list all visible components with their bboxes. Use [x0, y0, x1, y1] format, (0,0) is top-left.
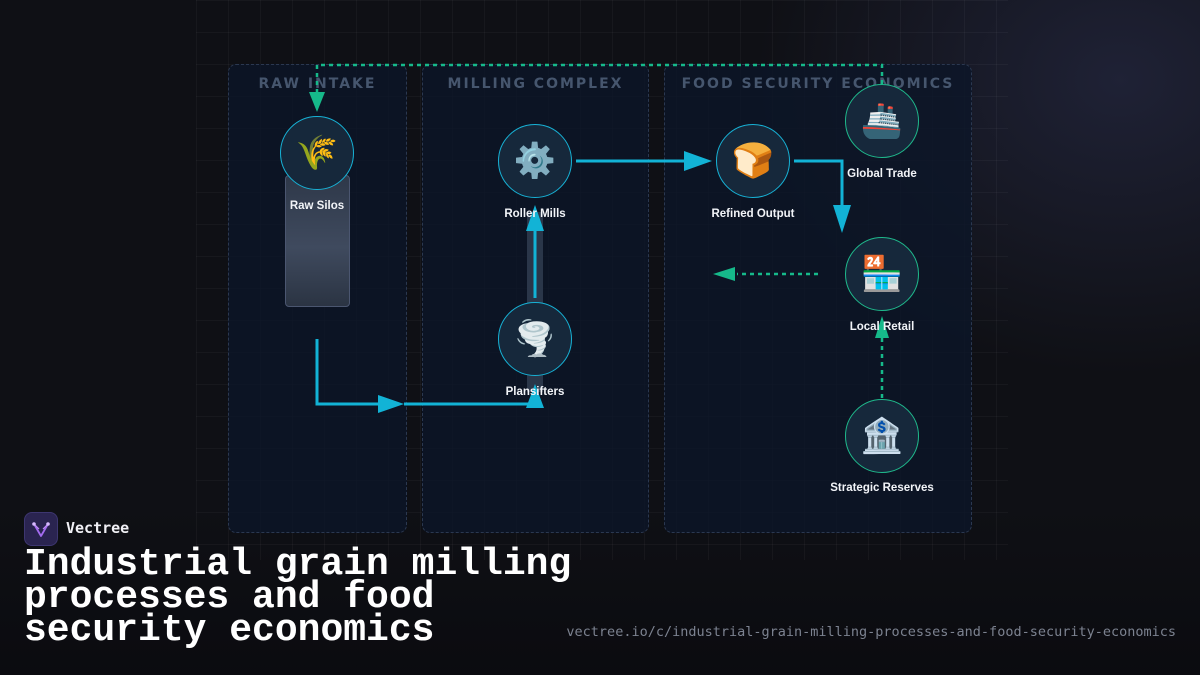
node-global-trade[interactable]: 🚢: [845, 84, 919, 158]
output-to-retail-connector: [794, 159, 844, 207]
loop-back-arrowhead: [309, 92, 325, 112]
gear-icon: ⚙️: [513, 141, 557, 181]
label-strategic-reserves: Strategic Reserves: [830, 482, 934, 494]
retail-return-arrowhead: [713, 267, 735, 281]
bank-icon: 🏦: [860, 416, 904, 456]
node-roller-mills[interactable]: ⚙️: [498, 124, 572, 198]
bread-icon: 🍞: [731, 141, 775, 181]
reserves-to-retail-arrowhead: [875, 316, 889, 338]
panel-raw-intake: RAW INTAKE: [228, 64, 407, 533]
label-plansifters: Plansifters: [505, 386, 565, 398]
page-url[interactable]: vectree.io/c/industrial-grain-milling-pr…: [566, 624, 1176, 640]
brand-name: Vectree: [66, 519, 130, 537]
node-strategic-reserves[interactable]: 🏦: [845, 399, 919, 473]
tornado-icon: 🌪️: [513, 319, 557, 359]
plansifters-to-mills-arrowhead: [526, 205, 544, 231]
silo-tank: [285, 175, 350, 307]
node-plansifters[interactable]: 🌪️: [498, 302, 572, 376]
store-icon: 🏪: [860, 254, 904, 294]
ship-icon: 🚢: [860, 101, 904, 141]
panel-title-milling-complex: MILLING COMPLEX: [447, 76, 624, 92]
wheat-icon: 🌾: [295, 133, 339, 173]
node-local-retail[interactable]: 🏪: [845, 237, 919, 311]
page-title: Industrial grain milling processes and f…: [24, 543, 572, 652]
silos-to-plansifters-arrowhead-a: [378, 395, 404, 413]
label-local-retail: Local Retail: [849, 321, 915, 333]
label-refined-output: Refined Output: [711, 208, 795, 220]
plansifters-feed-arrowhead: [526, 384, 544, 408]
mills-to-output-arrowhead: [684, 151, 712, 171]
label-roller-mills: Roller Mills: [504, 208, 566, 220]
node-refined-output[interactable]: 🍞: [716, 124, 790, 198]
panel-food-security: FOOD SECURITY ECONOMICS: [664, 64, 972, 533]
silos-to-plansifters-connector: [315, 339, 382, 406]
node-raw-silos[interactable]: 🌾: [280, 116, 354, 190]
label-raw-silos: Raw Silos: [289, 200, 345, 212]
brand-logo: [24, 512, 58, 546]
loop-back-connector: [315, 63, 884, 96]
vectree-logo-icon: [32, 522, 50, 537]
output-to-retail-arrowhead: [833, 205, 851, 233]
label-global-trade: Global Trade: [847, 168, 917, 180]
